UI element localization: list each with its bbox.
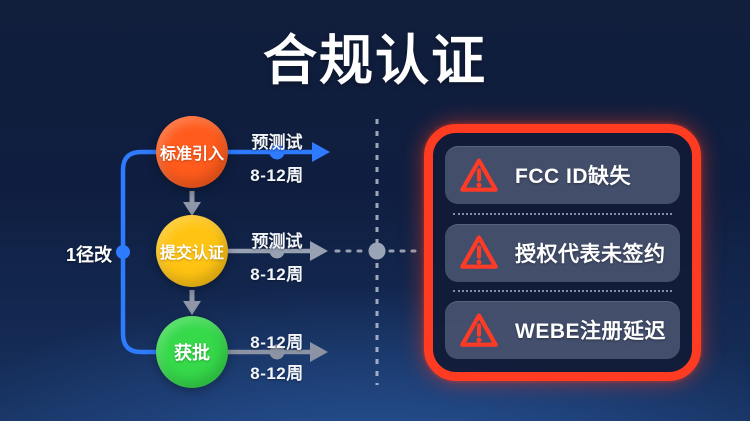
edge1-top-label: 预测试 xyxy=(251,133,303,152)
edge2-arrowhead xyxy=(310,241,328,261)
down-arrow-1-head xyxy=(183,202,201,216)
issue-card: WEBE注册延迟 xyxy=(445,301,680,359)
down-arrow-2-head xyxy=(183,301,201,315)
node-label: 标准引入 xyxy=(159,146,224,163)
issues-list: FCC ID缺失 授权代表未签约 WEBE注册延迟 xyxy=(433,133,692,372)
edge3-arrowhead xyxy=(310,342,328,362)
dotted-divider xyxy=(453,290,672,293)
page-title: 合规认证 xyxy=(263,31,487,91)
edge3-dot xyxy=(269,344,285,360)
edge1-arrowhead xyxy=(312,142,330,162)
edge3-top-label: 8-12周 xyxy=(250,333,304,352)
branch-label: 1径改 xyxy=(65,245,112,265)
issue-label: WEBE注册延迟 xyxy=(515,320,666,343)
dotted-divider xyxy=(453,212,672,215)
node-label: 提交认证 xyxy=(159,245,224,262)
edge2-bottom-label: 8-12周 xyxy=(250,265,304,284)
node-submit-certification: 提交认证 xyxy=(156,215,228,287)
issue-card: FCC ID缺失 xyxy=(445,146,680,204)
edge1-dot xyxy=(269,144,285,160)
node-label: 获批 xyxy=(174,343,210,363)
issue-card: 授权代表未签约 xyxy=(445,223,680,282)
edge3-bottom-label: 8-12周 xyxy=(250,364,304,383)
node-standard-intro: 标准引入 xyxy=(156,116,228,188)
issues-panel: FCC ID缺失 授权代表未签约 WEBE注册延迟 xyxy=(424,124,701,381)
edge2-dot xyxy=(269,243,285,259)
edge2-top-label: 预测试 xyxy=(251,232,303,251)
issue-label: 授权代表未签约 xyxy=(515,242,666,266)
warning-triangle-icon xyxy=(460,235,498,269)
edge1-bottom-label: 8-12周 xyxy=(250,166,304,185)
branch-dot xyxy=(116,245,130,259)
warning-triangle-icon xyxy=(460,312,498,347)
issue-label: FCC ID缺失 xyxy=(515,165,631,188)
node-approved: 获批 xyxy=(156,316,228,388)
edge2-junction-dot xyxy=(368,242,386,260)
warning-triangle-icon xyxy=(460,157,498,192)
